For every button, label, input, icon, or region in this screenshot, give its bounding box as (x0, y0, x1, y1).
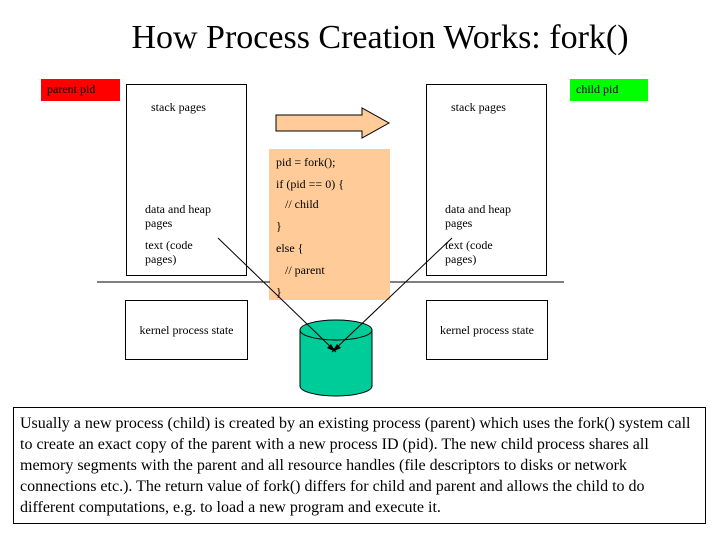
code-line: } (276, 219, 282, 233)
parent-memory-box (126, 84, 247, 276)
parent-data-heap-label: data and heap pages (145, 202, 211, 230)
fork-code-box: pid = fork(); if (pid == 0) { // child }… (269, 149, 390, 300)
code-line: if (pid == 0) { (276, 177, 344, 191)
child-kernel-state-box: kernel process state (426, 300, 548, 360)
parent-text-label: text (code pages) (145, 238, 193, 266)
code-line: pid = fork(); (276, 155, 336, 169)
parent-kernel-state-box: kernel process state (125, 300, 248, 360)
code-line: // parent (276, 263, 325, 277)
diagram-title: How Process Creation Works: fork() (131, 19, 629, 56)
pointer-arrowhead (332, 344, 341, 352)
parent-stack-label: stack pages (151, 100, 206, 114)
child-data-heap-label: data and heap pages (445, 202, 511, 230)
child-stack-label: stack pages (451, 100, 506, 114)
disk-cylinder-icon (299, 319, 373, 397)
description-box: Usually a new process (child) is created… (13, 407, 706, 524)
child-text-label: text (code pages) (445, 238, 493, 266)
code-line: // child (276, 197, 319, 211)
parent-pid-tag: parent pid (41, 79, 120, 101)
child-pid-tag: child pid (570, 79, 648, 101)
code-line: } (276, 285, 282, 299)
right-arrow-icon (275, 107, 391, 139)
child-text-pointer-line (331, 237, 453, 353)
code-line: else { (276, 241, 304, 255)
parent-text-pointer-line (217, 237, 337, 353)
